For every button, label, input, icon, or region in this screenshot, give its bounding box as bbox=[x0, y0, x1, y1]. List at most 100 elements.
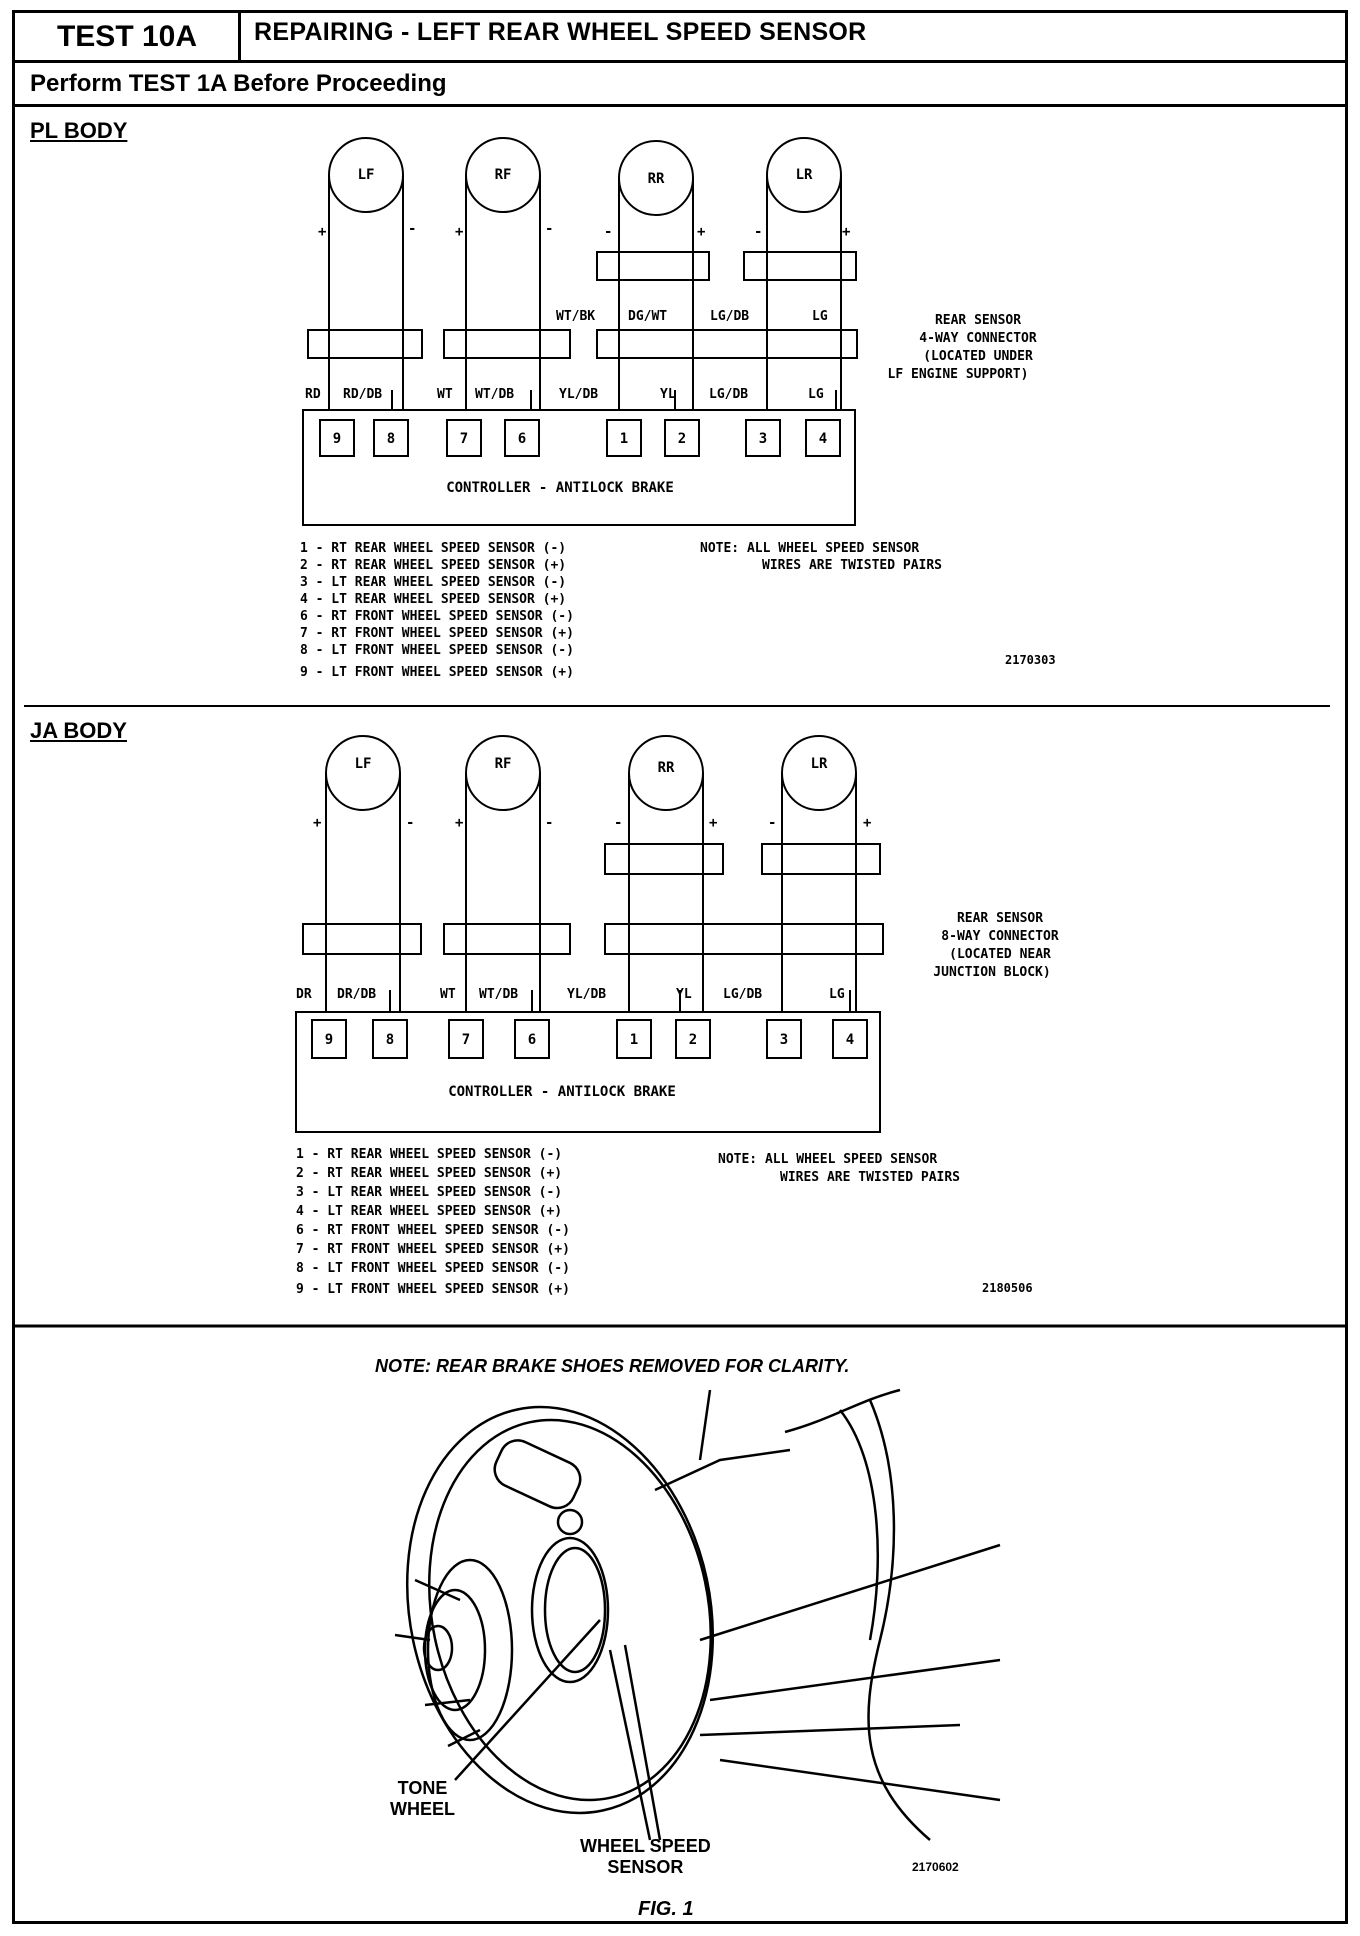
svg-text:4-WAY CONNECTOR: 4-WAY CONNECTOR bbox=[919, 331, 1037, 346]
svg-text:1: 1 bbox=[630, 1032, 638, 1048]
svg-text:9: 9 bbox=[325, 1032, 333, 1048]
svg-text:WT/BK: WT/BK bbox=[556, 309, 595, 324]
svg-text:7: 7 bbox=[460, 431, 468, 447]
header-divider bbox=[238, 10, 241, 62]
svg-text:9 - LT FRONT WHEEL SPEED SENSO: 9 - LT FRONT WHEEL SPEED SENSOR (+) bbox=[300, 665, 574, 680]
ja-label-rf: RF bbox=[495, 756, 512, 772]
svg-text:6: 6 bbox=[528, 1032, 536, 1048]
svg-text:-: - bbox=[604, 224, 612, 240]
svg-text:4 - LT REAR WHEEL SPEED SENSOR: 4 - LT REAR WHEEL SPEED SENSOR (+) bbox=[300, 592, 566, 607]
svg-text:-: - bbox=[754, 224, 762, 240]
svg-text:WT/DB: WT/DB bbox=[479, 987, 518, 1002]
perform-instruction: Perform TEST 1A Before Proceeding bbox=[30, 70, 447, 97]
svg-text:8: 8 bbox=[386, 1032, 394, 1048]
svg-text:(LOCATED NEAR: (LOCATED NEAR bbox=[949, 947, 1051, 962]
svg-text:2180506: 2180506 bbox=[982, 1281, 1033, 1295]
svg-text:8 - LT FRONT WHEEL SPEED SENSO: 8 - LT FRONT WHEEL SPEED SENSOR (-) bbox=[300, 643, 574, 658]
svg-text:LG/DB: LG/DB bbox=[709, 387, 748, 402]
figure-note: NOTE: REAR BRAKE SHOES REMOVED FOR CLARI… bbox=[375, 1356, 850, 1376]
svg-text:1 - RT REAR WHEEL SPEED SENSOR: 1 - RT REAR WHEEL SPEED SENSOR (-) bbox=[300, 541, 566, 556]
svg-text:2 - RT REAR WHEEL SPEED SENSOR: 2 - RT REAR WHEEL SPEED SENSOR (+) bbox=[300, 558, 566, 573]
pl-controller-box bbox=[302, 409, 856, 526]
svg-text:-: - bbox=[545, 815, 553, 831]
test-id: TEST 10A bbox=[56, 20, 198, 53]
svg-text:NOTE: ALL WHEEL SPEED SENSOR: NOTE: ALL WHEEL SPEED SENSOR bbox=[718, 1152, 937, 1167]
svg-text:8 - LT FRONT WHEEL SPEED SENSO: 8 - LT FRONT WHEEL SPEED SENSOR (-) bbox=[296, 1261, 570, 1276]
svg-text:1: 1 bbox=[620, 431, 628, 447]
ja-controller-label: CONTROLLER - ANTILOCK BRAKE bbox=[448, 1084, 676, 1100]
pl-lf-connector bbox=[307, 329, 423, 359]
svg-text:6 - RT FRONT WHEEL SPEED SENSO: 6 - RT FRONT WHEEL SPEED SENSOR (-) bbox=[296, 1223, 570, 1238]
svg-text:3: 3 bbox=[759, 431, 767, 447]
pl-label-rr: RR bbox=[648, 171, 665, 187]
svg-text:7: 7 bbox=[462, 1032, 470, 1048]
ja-label-lf: LF bbox=[355, 756, 372, 772]
page-frame bbox=[12, 10, 1348, 1924]
brake-hub-illustration bbox=[394, 1388, 1001, 1841]
ja-label-lr: LR bbox=[811, 756, 828, 772]
svg-text:-: - bbox=[545, 221, 553, 237]
svg-text:1 - RT REAR WHEEL SPEED SENSOR: 1 - RT REAR WHEEL SPEED SENSOR (-) bbox=[296, 1147, 562, 1162]
ja-lf-connector bbox=[302, 923, 422, 955]
svg-text:LG: LG bbox=[812, 309, 828, 324]
svg-text:DG/WT: DG/WT bbox=[628, 309, 667, 324]
svg-text:+: + bbox=[313, 815, 321, 831]
svg-text:+: + bbox=[318, 224, 326, 240]
svg-text:NOTE: ALL WHEEL SPEED SENSOR: NOTE: ALL WHEEL SPEED SENSOR bbox=[700, 541, 919, 556]
svg-text:6: 6 bbox=[518, 431, 526, 447]
svg-text:LG/DB: LG/DB bbox=[723, 987, 762, 1002]
svg-text:6 - RT FRONT WHEEL SPEED SENSO: 6 - RT FRONT WHEEL SPEED SENSOR (-) bbox=[300, 609, 574, 624]
svg-text:LG: LG bbox=[829, 987, 845, 1002]
svg-text:WT: WT bbox=[440, 987, 456, 1002]
svg-text:+: + bbox=[697, 224, 705, 240]
tone-wheel-line-1: TONE bbox=[397, 1778, 448, 1798]
svg-text:YL: YL bbox=[676, 987, 692, 1002]
svg-text:YL/DB: YL/DB bbox=[567, 987, 606, 1002]
svg-text:3 - LT REAR WHEEL SPEED SENSOR: 3 - LT REAR WHEEL SPEED SENSOR (-) bbox=[296, 1185, 562, 1200]
pl-lr-connector bbox=[743, 251, 857, 281]
pl-label-lr: LR bbox=[796, 167, 813, 183]
svg-text:9 - LT FRONT WHEEL SPEED SENSO: 9 - LT FRONT WHEEL SPEED SENSOR (+) bbox=[296, 1282, 570, 1297]
svg-text:LF ENGINE SUPPORT): LF ENGINE SUPPORT) bbox=[888, 367, 1029, 382]
svg-text:REAR SENSOR: REAR SENSOR bbox=[935, 313, 1021, 328]
wheel-speed-sensor-callout: WHEEL SPEED SENSOR bbox=[580, 1836, 711, 1878]
page-title: REPAIRING - LEFT REAR WHEEL SPEED SENSOR bbox=[254, 18, 867, 46]
figure-caption: FIG. 1 bbox=[638, 1898, 694, 1920]
svg-text:DR/DB: DR/DB bbox=[337, 987, 376, 1002]
svg-text:JUNCTION BLOCK): JUNCTION BLOCK) bbox=[933, 965, 1050, 980]
svg-text:7 - RT FRONT WHEEL SPEED SENSO: 7 - RT FRONT WHEEL SPEED SENSOR (+) bbox=[296, 1242, 570, 1257]
svg-text:+: + bbox=[455, 224, 463, 240]
svg-text:WT: WT bbox=[437, 387, 453, 402]
svg-text:LG/DB: LG/DB bbox=[710, 309, 749, 324]
svg-text:-: - bbox=[408, 221, 416, 237]
svg-text:YL/DB: YL/DB bbox=[559, 387, 598, 402]
ja-rr-connector bbox=[604, 843, 724, 875]
ja-wiring-diagram bbox=[295, 735, 884, 1133]
svg-text:4: 4 bbox=[819, 431, 827, 447]
pl-label-rf: RF bbox=[495, 167, 512, 183]
svg-text:8: 8 bbox=[387, 431, 395, 447]
svg-text:+: + bbox=[709, 815, 717, 831]
wss-line-1: WHEEL SPEED bbox=[580, 1836, 711, 1856]
svg-text:3 - LT REAR WHEEL SPEED SENSOR: 3 - LT REAR WHEEL SPEED SENSOR (-) bbox=[300, 575, 566, 590]
svg-text:8-WAY CONNECTOR: 8-WAY CONNECTOR bbox=[941, 929, 1059, 944]
svg-text:2: 2 bbox=[689, 1032, 697, 1048]
svg-text:(LOCATED UNDER: (LOCATED UNDER bbox=[923, 349, 1033, 364]
figure-number: 2170602 bbox=[912, 1860, 959, 1874]
svg-text:-: - bbox=[406, 815, 414, 831]
svg-text:WIRES ARE TWISTED PAIRS: WIRES ARE TWISTED PAIRS bbox=[780, 1170, 960, 1185]
tone-wheel-callout: TONE WHEEL bbox=[390, 1778, 455, 1820]
pl-controller-label: CONTROLLER - ANTILOCK BRAKE bbox=[446, 480, 674, 496]
svg-text:WIRES ARE TWISTED PAIRS: WIRES ARE TWISTED PAIRS bbox=[762, 558, 942, 573]
ja-controller-box bbox=[295, 1011, 881, 1133]
pl-wiring-diagram bbox=[302, 137, 858, 526]
svg-text:9: 9 bbox=[333, 431, 341, 447]
ja-sensor-lf bbox=[325, 735, 401, 811]
pl-label-lf: LF bbox=[358, 167, 375, 183]
ja-sensor-lr bbox=[781, 735, 857, 811]
svg-text:+: + bbox=[455, 815, 463, 831]
svg-text:RD: RD bbox=[305, 387, 321, 402]
svg-text:4 - LT REAR WHEEL SPEED SENSOR: 4 - LT REAR WHEEL SPEED SENSOR (+) bbox=[296, 1204, 562, 1219]
pl-rr-connector bbox=[596, 251, 710, 281]
tone-wheel-line-2: WHEEL bbox=[390, 1799, 455, 1819]
